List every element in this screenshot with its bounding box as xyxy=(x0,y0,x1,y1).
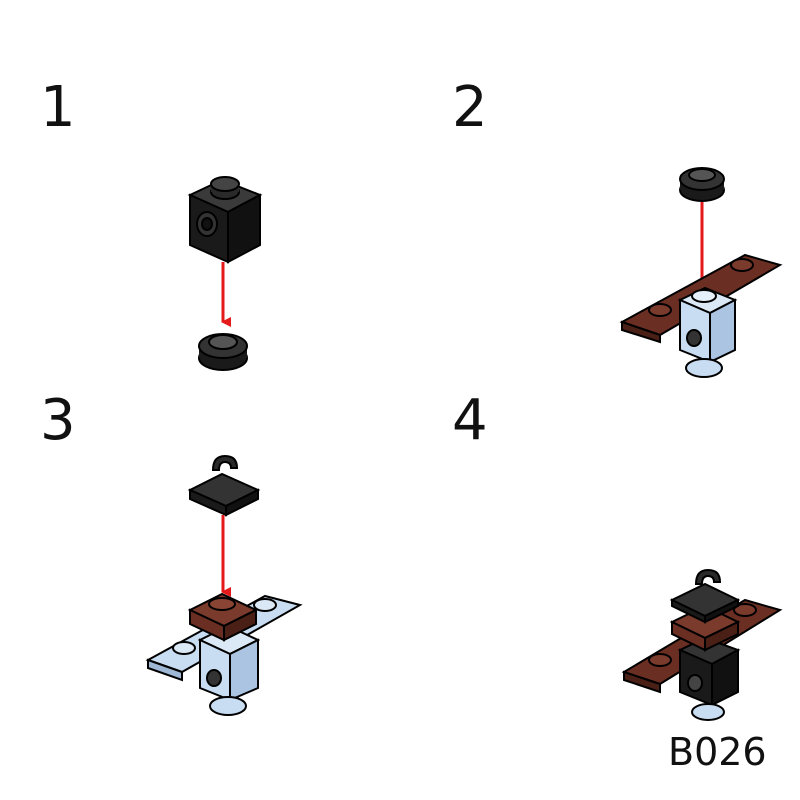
black-clip-plate-4 xyxy=(669,568,741,624)
step-2-illustration xyxy=(619,167,783,378)
step-number-3: 3 xyxy=(40,388,76,453)
black-round-plate-top xyxy=(679,167,725,202)
black-clip-plate xyxy=(187,454,261,517)
step-3-illustration xyxy=(145,454,303,716)
light-blue-brick xyxy=(677,286,738,378)
brown-round-plate-3 xyxy=(187,592,259,642)
step-number-2: 2 xyxy=(452,75,488,140)
step-1-illustration xyxy=(187,176,263,371)
black-round-plate xyxy=(198,333,248,371)
step-4-illustration xyxy=(621,568,783,721)
step-number-4: 4 xyxy=(452,388,488,453)
black-brick-with-side-stud xyxy=(187,176,263,264)
step-number-1: 1 xyxy=(40,75,76,140)
black-brick-4 xyxy=(677,636,741,721)
model-code: B026 xyxy=(668,730,767,774)
light-blue-brick-3 xyxy=(197,624,261,716)
